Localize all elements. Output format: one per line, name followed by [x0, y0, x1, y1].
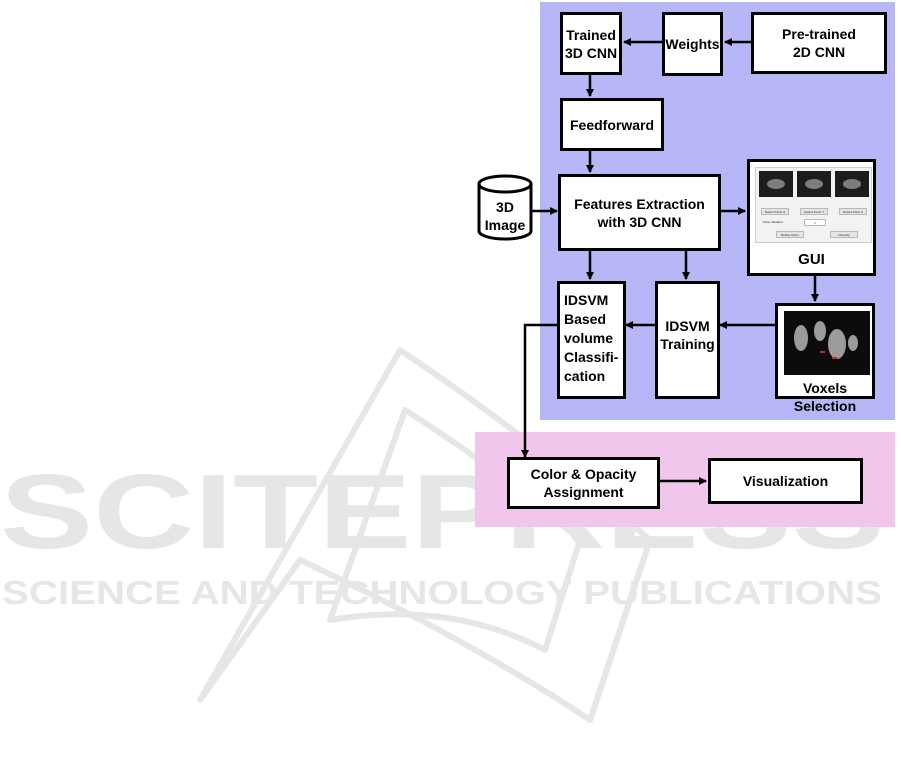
- gui-select-x-button[interactable]: Select Form X: [761, 208, 789, 215]
- gui-slice-y: [797, 171, 831, 197]
- gui-label: GUI: [798, 251, 825, 268]
- gui-classify-button[interactable]: Classify: [830, 231, 858, 238]
- gui-screenshot: Select Form X Select Form Y Select Form …: [755, 167, 872, 243]
- gui-class-number-label: Class Number: [762, 220, 784, 224]
- node-idsvm-training: IDSVM Training: [655, 281, 720, 399]
- gui-class-number-field[interactable]: 1: [804, 219, 826, 226]
- gui-select-y-button[interactable]: Select Form Y: [800, 208, 828, 215]
- node-features-extraction: Features Extraction with 3D CNN: [558, 174, 721, 251]
- watermark-tagline-text: SCIENCE AND TECHNOLOGY PUBLICATIONS: [2, 574, 882, 611]
- node-3d-image-label: 3D Image: [484, 199, 526, 233]
- node-feedforward: Feedforward: [560, 98, 664, 151]
- gui-slice-x: [759, 171, 793, 197]
- node-pretrained-2d-cnn: Pre-trained 2D CNN: [751, 12, 887, 74]
- watermark-swoosh-inner: [327, 407, 583, 653]
- gui-slice-z: [835, 171, 869, 197]
- node-weights: Weights: [662, 12, 723, 76]
- node-visualization: Visualization: [708, 458, 863, 504]
- node-voxels-selection: Voxels Selection: [775, 303, 875, 414]
- voxels-selection-label: Voxels Selection: [793, 380, 857, 414]
- gui-define-class-button[interactable]: Define Class: [776, 231, 804, 238]
- node-idsvm-classification: IDSVM Based volume Classifi-cation: [557, 281, 626, 399]
- arrow-classification-to-color: [521, 323, 557, 458]
- node-trained-3d-cnn: Trained 3D CNN: [560, 12, 622, 75]
- node-color-opacity: Color & Opacity Assignment: [507, 457, 660, 509]
- watermark-swoosh-shape: [197, 347, 653, 723]
- ct-slice-image: [784, 311, 870, 375]
- node-gui: Select Form X Select Form Y Select Form …: [747, 159, 876, 276]
- gui-select-z-button[interactable]: Select Form Z: [839, 208, 867, 215]
